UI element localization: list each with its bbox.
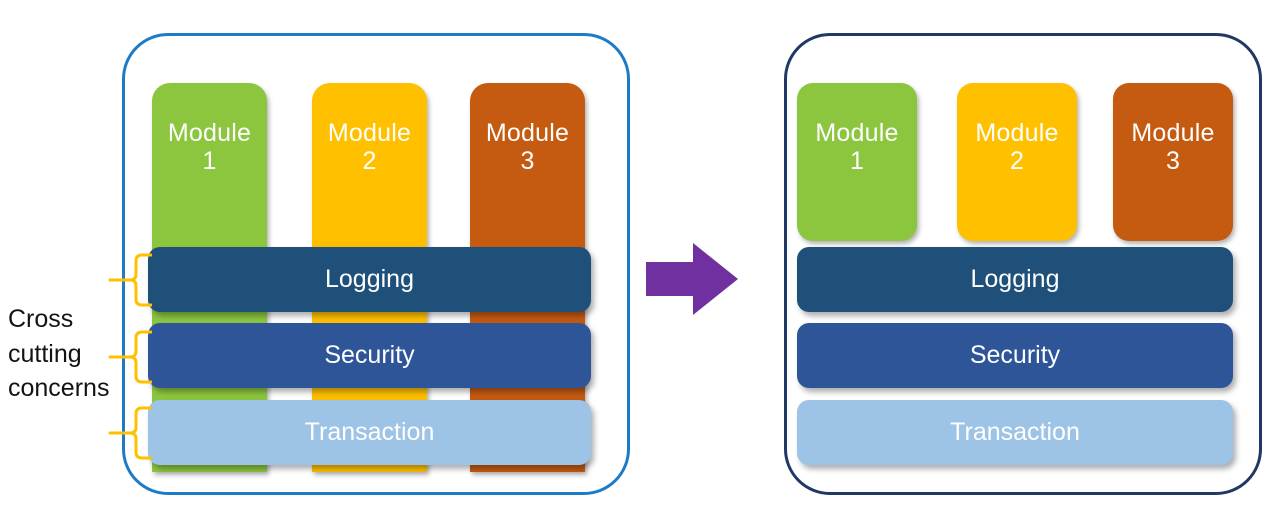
after-band-logging[interactable]: Logging — [797, 247, 1233, 312]
after-band-transaction[interactable]: Transaction — [797, 400, 1233, 465]
after-module-1[interactable]: Module 1 — [797, 83, 917, 241]
after-module-3[interactable]: Module 3 — [1113, 83, 1233, 241]
after-band-security[interactable]: Security — [797, 323, 1233, 388]
after-module-2-number: 2 — [1009, 147, 1025, 176]
before-module-1-number: 1 — [202, 147, 217, 176]
right-arrow-icon — [646, 243, 738, 315]
cross-cutting-line-1: Cross — [8, 305, 74, 333]
after-module-1-name: Module — [815, 119, 899, 147]
brace-security-icon — [108, 330, 152, 384]
after-module-2-name: Module — [975, 119, 1059, 147]
before-module-1-name: Module — [167, 119, 252, 147]
before-module-3-name: Module — [485, 119, 570, 147]
before-module-3-number: 3 — [520, 147, 535, 176]
before-module-2-number: 2 — [362, 147, 377, 176]
before-module-2-name: Module — [327, 119, 412, 147]
after-band-logging-label: Logging — [970, 265, 1060, 293]
after-band-security-label: Security — [969, 341, 1061, 369]
before-band-transaction[interactable]: Transaction — [148, 400, 591, 465]
after-band-transaction-label: Transaction — [950, 418, 1080, 446]
cross-cutting-line-3: concerns — [8, 374, 110, 402]
before-band-logging[interactable]: Logging — [148, 247, 591, 312]
after-module-1-number: 1 — [849, 147, 865, 176]
cross-cutting-line-2: cutting — [8, 339, 82, 368]
before-band-security-label: Security — [324, 341, 415, 369]
before-band-transaction-label: Transaction — [304, 418, 435, 446]
after-module-3-number: 3 — [1165, 147, 1181, 176]
before-band-logging-label: Logging — [325, 265, 414, 293]
after-module-3-name: Module — [1131, 119, 1215, 147]
before-band-security[interactable]: Security — [148, 323, 591, 388]
brace-transaction-icon — [108, 406, 152, 460]
after-module-2[interactable]: Module 2 — [957, 83, 1077, 241]
cross-cutting-concerns-label: Cross cutting concerns — [8, 302, 120, 406]
brace-logging-icon — [108, 253, 152, 307]
